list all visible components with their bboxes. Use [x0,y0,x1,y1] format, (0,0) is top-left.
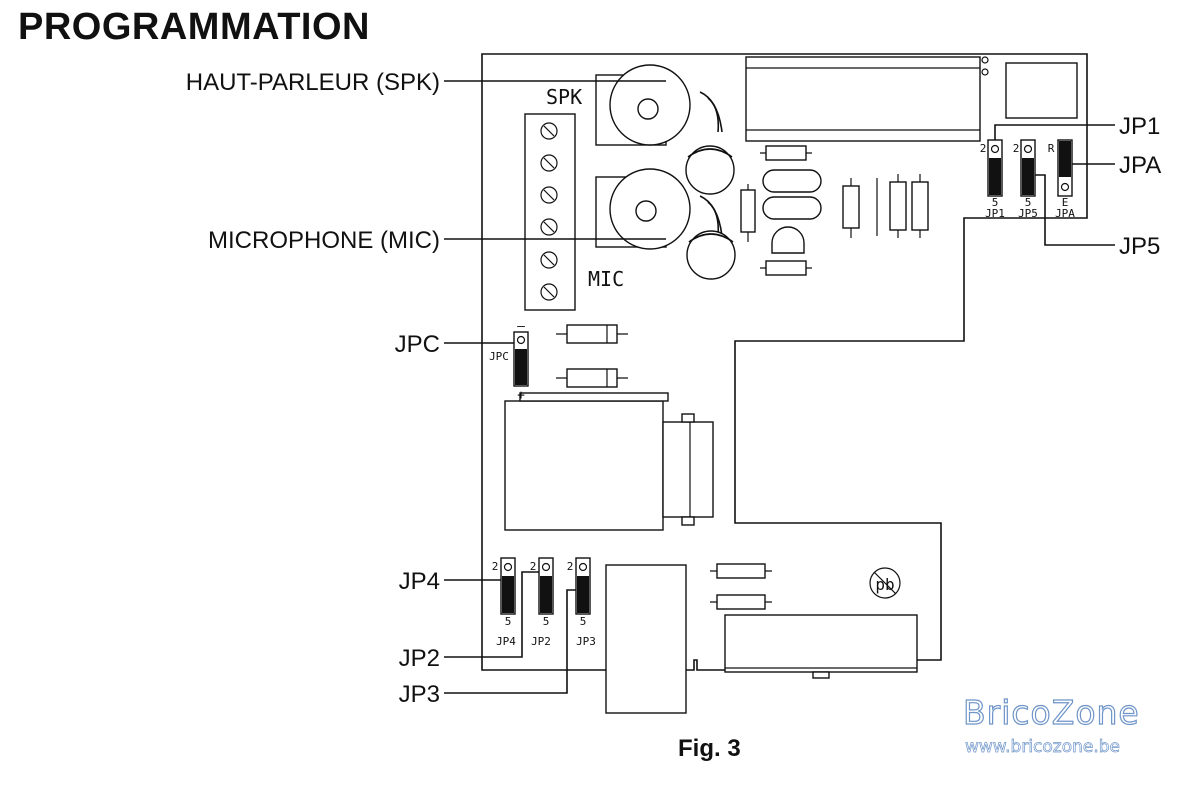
jumper-jp4: 2 5 JP4 [492,557,516,648]
jumper-jpc: – + JPC [489,319,529,403]
silk-mic: MIC [588,267,624,291]
bottom-connector [724,614,918,673]
label-microphone: MICROPHONE (MIC) [208,227,440,254]
svg-text:5: 5 [580,615,587,628]
transformer [504,392,714,531]
jumper-jpa: R E JPA [1048,139,1075,220]
svg-text:JPC: JPC [489,350,509,363]
jumper-jp2: 2 5 JP2 [530,557,554,648]
jumper-jp5: 2 5 JP5 [1013,139,1038,220]
figure-caption: Fig. 3 [678,735,741,762]
label-jp1: JP1 [1119,113,1160,140]
label-jp5: JP5 [1119,233,1160,260]
svg-text:5: 5 [505,615,512,628]
terminal-block [524,113,576,311]
svg-text:5: 5 [543,615,550,628]
lower-relay [605,564,687,714]
svg-text:pb: pb [875,575,894,594]
label-jpa: JPA [1119,152,1161,179]
svg-text:JP3: JP3 [576,635,596,648]
jumper-jp3: 2 5 JP3 [567,557,596,648]
top-module [745,56,981,142]
speaker-connector [595,64,723,146]
label-jpc: JPC [395,331,440,358]
label-speaker: HAUT-PARLEUR (SPK) [186,69,440,96]
svg-text:2: 2 [492,560,499,573]
svg-text:5: 5 [1025,196,1032,209]
watermark-url: www.bricozone.be [965,737,1121,758]
microphone-connector [595,168,723,250]
svg-text:E: E [1062,196,1069,209]
svg-text:2: 2 [567,560,574,573]
page-title: PROGRAMMATION [18,6,370,48]
lead-free-icon: pb [869,567,901,599]
svg-text:R: R [1048,142,1055,155]
board-outline [481,53,1088,671]
silk-spk: SPK [546,85,582,109]
svg-text:2: 2 [1013,142,1020,155]
leader-lines [444,80,1115,694]
jumper-jp1: 2 5 JP1 [980,139,1005,220]
svg-text:2: 2 [530,560,537,573]
svg-text:JP5: JP5 [1018,207,1038,220]
svg-text:–: – [517,319,525,334]
svg-text:JP4: JP4 [496,635,516,648]
resistors-group [740,145,929,276]
watermark-brand: BricoZone [962,692,1140,732]
svg-text:5: 5 [992,196,999,209]
svg-text:+: + [517,388,525,403]
label-jp4: JP4 [399,568,440,595]
label-jp2: JP2 [399,645,440,672]
label-jp3: JP3 [399,681,440,708]
svg-text:JPA: JPA [1055,207,1075,220]
svg-text:JP1: JP1 [985,207,1005,220]
svg-text:JP2: JP2 [531,635,551,648]
svg-text:2: 2 [980,142,987,155]
top-right-square [1005,62,1078,119]
